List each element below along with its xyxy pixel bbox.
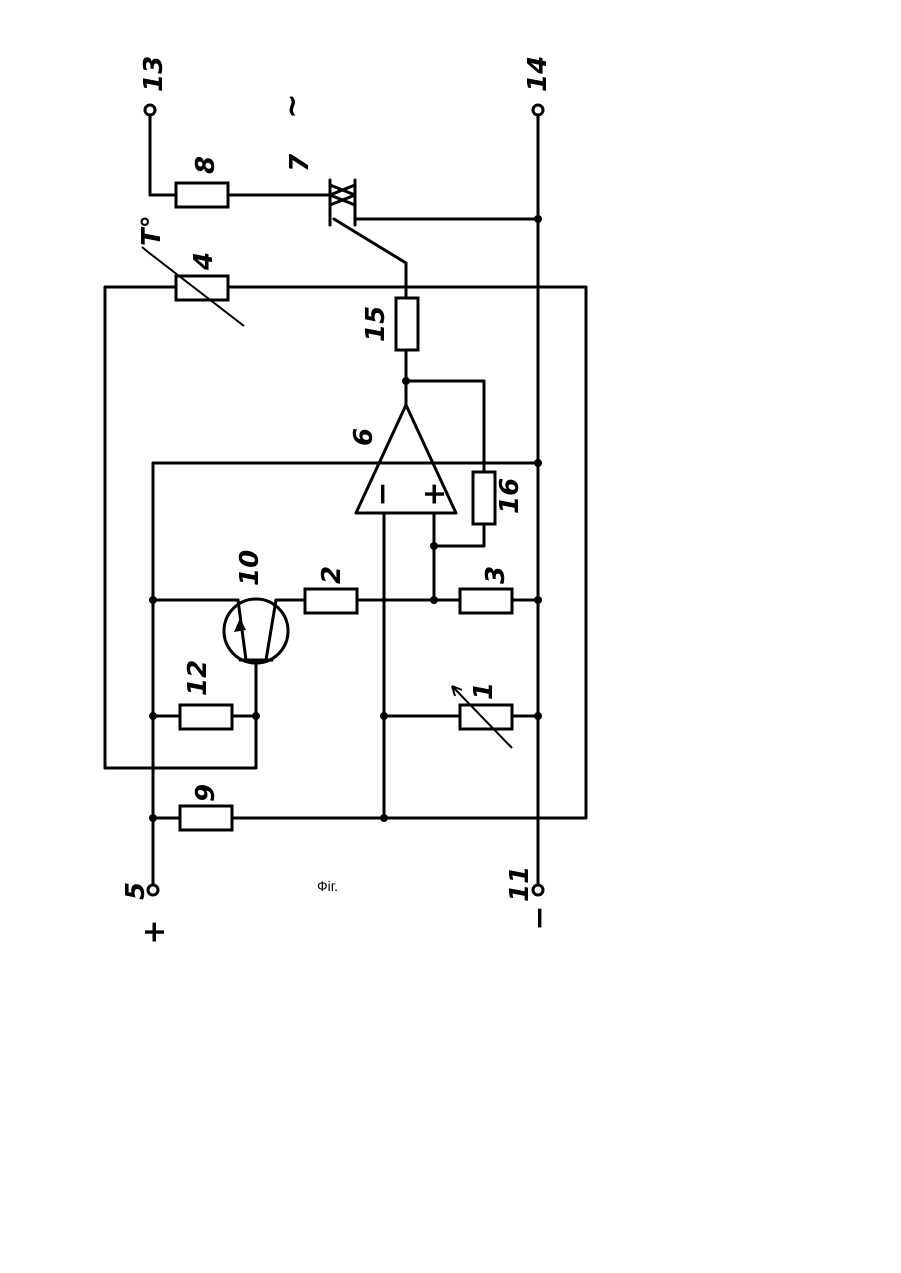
- label-9: 9: [191, 784, 221, 802]
- thermal-symbol: T°: [137, 215, 167, 246]
- resistor-16: [473, 472, 495, 524]
- terminal-13: [145, 105, 155, 115]
- transistor-emitter-arrow: [234, 618, 246, 632]
- resistor-9: [180, 806, 232, 830]
- resistor-1: [460, 705, 512, 729]
- label-8: 8: [191, 156, 221, 174]
- opamp-6: − +: [356, 405, 456, 513]
- label-10: 10: [235, 550, 265, 586]
- label-6: 6: [349, 428, 379, 446]
- junction: [380, 814, 388, 822]
- label-13: 13: [139, 56, 169, 92]
- junction: [402, 377, 410, 385]
- label-7: 7: [285, 153, 315, 172]
- label-4: 4: [189, 252, 219, 271]
- junction: [430, 596, 438, 604]
- resistor-2: [305, 589, 357, 613]
- junction: [534, 215, 542, 223]
- junction: [149, 596, 157, 604]
- minus-supply-sign: −: [522, 905, 557, 930]
- opamp-minus-sign: −: [365, 481, 400, 506]
- opamp-plus-sign: +: [417, 481, 452, 506]
- label-12: 12: [183, 660, 213, 696]
- junction: [380, 712, 388, 720]
- junction: [534, 596, 542, 604]
- resistor-15: [396, 298, 418, 350]
- junction: [534, 712, 542, 720]
- label-3: 3: [481, 566, 511, 584]
- resistor-3: [460, 589, 512, 613]
- transistor-body: [224, 599, 288, 663]
- junction: [149, 814, 157, 822]
- label-14: 14: [523, 56, 553, 92]
- resistor-8: [176, 183, 228, 207]
- label-15: 15: [361, 306, 391, 342]
- junction: [149, 712, 157, 720]
- transistor-collector: [266, 600, 276, 660]
- plus-supply-sign: +: [137, 919, 172, 944]
- resistors: [142, 183, 512, 830]
- label-2: 2: [317, 566, 347, 584]
- figure-caption: Фіг.: [317, 878, 338, 894]
- label-1: 1: [469, 682, 499, 700]
- thermistor-loop: [105, 287, 586, 818]
- junction: [252, 712, 260, 720]
- junction: [534, 459, 542, 467]
- label-5: 5: [121, 882, 151, 900]
- resistor-12: [180, 705, 232, 729]
- label-16: 16: [495, 478, 525, 514]
- transistor-10: [224, 599, 288, 663]
- terminal-14: [533, 105, 543, 115]
- junction: [430, 542, 438, 550]
- label-11: 11: [505, 866, 535, 902]
- ac-symbol: ~: [275, 93, 310, 118]
